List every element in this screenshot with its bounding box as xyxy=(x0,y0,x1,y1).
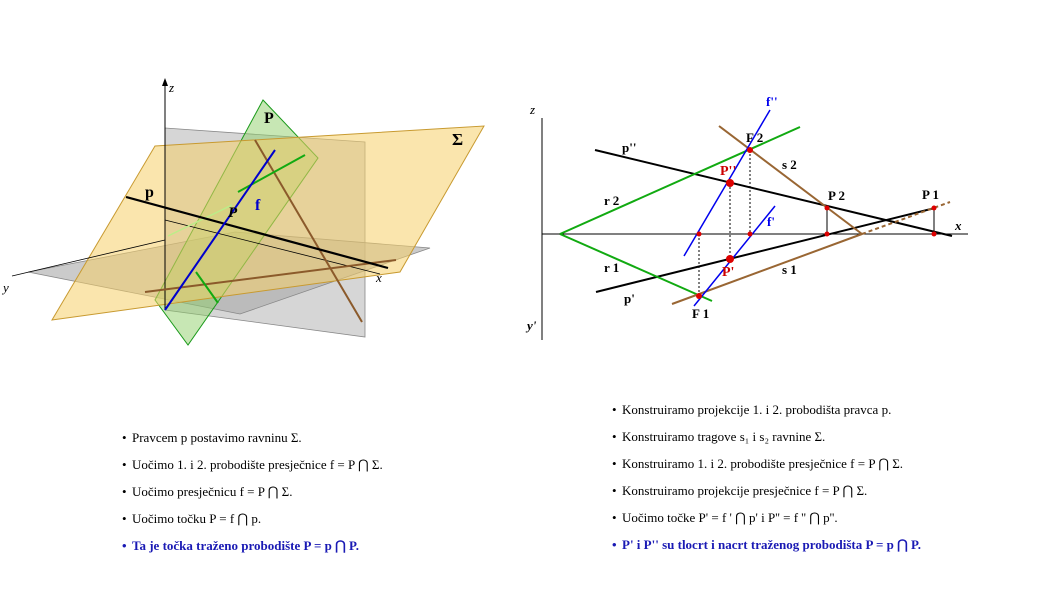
f-prime-label: f' xyxy=(767,214,775,229)
step-right-5-text: Uočimo točke P' = f ' ⋂ p' i P'' = f '' … xyxy=(622,510,838,525)
line-s2 xyxy=(718,125,863,235)
point-F-axis xyxy=(696,231,702,237)
step-left-3: •Uočimo presječnicu f = P ⋂ Σ. xyxy=(122,484,293,499)
line-p-prime xyxy=(595,207,936,293)
line-p-label: p xyxy=(145,184,154,201)
step-right-5: •Uočimo točke P' = f ' ⋂ p' i P'' = f ''… xyxy=(612,510,838,525)
y-axis-label: y xyxy=(1,280,9,295)
step-right-1: •Konstruiramo projekcije 1. i 2. probodi… xyxy=(612,402,892,417)
z-axis-label: z xyxy=(168,80,174,95)
y-prime-axis-label: y' xyxy=(525,318,537,333)
step-left-2: •Uočimo 1. i 2. probodište presječnice f… xyxy=(122,457,383,472)
line-f xyxy=(164,149,276,311)
step-left-4-text: Uočimo točku P = f ⋂ p. xyxy=(132,511,262,526)
step-right-4: •Konstruiramo projekcije presječnice f =… xyxy=(612,483,868,498)
step-left-4: •Uočimo točku P = f ⋂ p. xyxy=(122,511,262,526)
line-r1 xyxy=(559,233,713,302)
line-s1 xyxy=(671,233,863,305)
point-P2 xyxy=(824,205,830,211)
s1-label: s 1 xyxy=(782,262,797,277)
step-right-6-text: P' i P'' su tlocrt i nacrt traženog prob… xyxy=(622,537,922,552)
F1-label: F 1 xyxy=(692,306,709,321)
line-p-double-prime xyxy=(594,149,953,237)
trace-line-2 xyxy=(144,259,397,293)
step-right-2-text: Konstruiramo tragove s₁ i s₂ ravnine Σ. xyxy=(622,429,826,444)
step-left-3-text: Uočimo presječnicu f = P ⋂ Σ. xyxy=(132,484,293,499)
point-P2-axis xyxy=(824,231,830,237)
z-axis-2d-label: z xyxy=(529,102,535,117)
x-axis-2d-label: x xyxy=(954,218,962,233)
step-right-1-text: Konstruiramo projekcije 1. i 2. probodiš… xyxy=(622,402,892,417)
point-P-prime xyxy=(726,255,734,263)
step-right-3: •Konstruiramo 1. i 2. probodište presječ… xyxy=(612,456,904,471)
x-axis xyxy=(164,219,381,275)
z-axis-arrow xyxy=(162,78,168,86)
plane-P-edge-2 xyxy=(195,271,219,304)
y-axis xyxy=(11,239,166,277)
plane-P-edge-3 xyxy=(167,204,233,237)
steps-list-right: •Konstruiramo projekcije 1. i 2. probodi… xyxy=(612,402,921,564)
plane-sigma-label: Σ xyxy=(452,130,463,149)
p-prime-label: p' xyxy=(624,291,635,306)
step-left-1-text: Pravcem p postavimo ravninu Σ. xyxy=(132,430,302,445)
left-3d-figure: z x y P Σ p f P xyxy=(1,78,485,346)
step-right-4-text: Konstruiramo projekcije presječnice f = … xyxy=(622,483,868,498)
step-left-1: •Pravcem p postavimo ravninu Σ. xyxy=(122,430,302,445)
step-right-6: •P' i P'' su tlocrt i nacrt traženog pro… xyxy=(612,537,922,552)
point-F2-axis xyxy=(747,231,753,237)
point-P-label: P xyxy=(228,205,238,221)
r1-label: r 1 xyxy=(604,260,619,275)
steps-list-left: •Pravcem p postavimo ravninu Σ. •Uočimo … xyxy=(122,430,383,565)
point-P1 xyxy=(931,205,937,211)
step-right-2: •Konstruiramo tragove s₁ i s₂ ravnine Σ. xyxy=(612,429,826,444)
p-double-prime-label: p'' xyxy=(622,140,636,155)
step-left-5: •Ta je točka traženo probodište P = p ⋂ … xyxy=(122,538,360,553)
F2-label: F 2 xyxy=(746,130,763,145)
step-right-3-text: Konstruiramo 1. i 2. probodište presječn… xyxy=(622,456,904,471)
x-axis-label: x xyxy=(375,270,382,285)
right-projection-figure: z x y' p'' p' r 2 r 1 s 2 s 1 f'' f' F 2… xyxy=(525,94,968,340)
plane-sigma xyxy=(51,125,485,321)
trace-line-1 xyxy=(254,139,363,323)
step-left-5-text: Ta je točka traženo probodište P = p ⋂ P… xyxy=(132,538,360,553)
P2-label: P 2 xyxy=(828,188,845,203)
r2-label: r 2 xyxy=(604,193,619,208)
line-f-prime xyxy=(693,205,776,307)
step-left-2-text: Uočimo 1. i 2. probodište presječnice f … xyxy=(132,457,383,472)
line-p xyxy=(125,195,389,270)
P-prime-label: P' xyxy=(722,265,734,280)
point-F1 xyxy=(696,293,702,299)
f-double-prime-label: f'' xyxy=(766,94,778,109)
line-f-label: f xyxy=(255,197,261,214)
point-P-double-prime xyxy=(726,179,734,187)
point-P1-axis xyxy=(931,231,937,237)
P-double-prime-label: P'' xyxy=(720,164,736,179)
plane-P-label: P xyxy=(264,110,274,127)
line-r2 xyxy=(559,126,801,235)
P1-label: P 1 xyxy=(922,187,939,202)
point-F2 xyxy=(747,147,753,153)
s2-label: s 2 xyxy=(782,157,797,172)
